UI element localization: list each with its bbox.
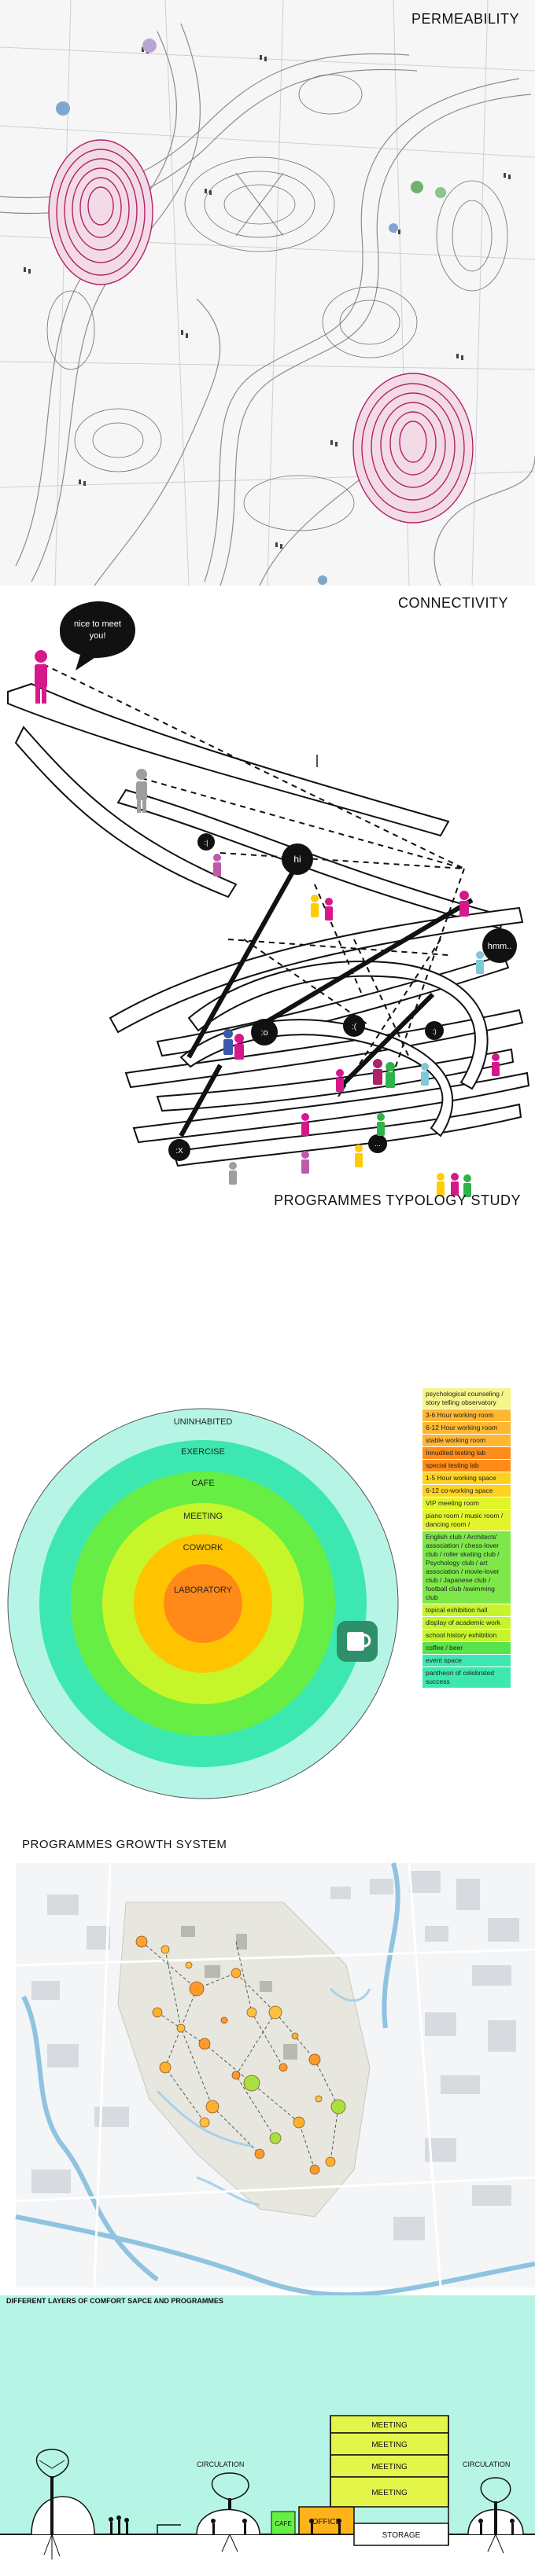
person-icon (234, 1034, 244, 1060)
ring-label-cowork: COWORK (183, 1543, 223, 1553)
cup-icon (337, 1621, 378, 1662)
person-icon (325, 898, 333, 921)
floor-label-office: OFFICE (312, 2518, 341, 2526)
bubble-o: :o (260, 1028, 268, 1038)
person-icon (301, 1113, 309, 1136)
person-icon (476, 951, 484, 974)
connectivity-diagram: nice to meet you! hi hmm.. :o :( :) :X :… (7, 601, 530, 1197)
growth-title: PROGRAMMES GROWTH SYSTEM (22, 1838, 227, 1851)
legend-item: 3-6 Hour working room (422, 1409, 511, 1422)
pin-icon (142, 39, 157, 53)
person-icon (459, 891, 469, 917)
permeability-section: PERMEABILITY (0, 0, 535, 586)
legend-item: event space (422, 1655, 511, 1667)
legend-item: stable working room (422, 1435, 511, 1447)
pin-icon (389, 223, 398, 233)
ring-label-uninhabited: UNINHABITED (174, 1417, 233, 1427)
permeability-title: PERMEABILITY (411, 11, 519, 27)
hotspot-right (352, 373, 474, 524)
typology-legend: psychological counseling / story telling… (422, 1388, 511, 1808)
legend-item: school history exhibition (422, 1630, 511, 1642)
bubble-x: :X (175, 1147, 183, 1156)
floor-label-meeting-2: MEETING (371, 2463, 408, 2471)
growth-map (15, 1862, 535, 2295)
circulation-label-left: CIRCULATION (197, 2460, 244, 2468)
person-icon (229, 1162, 237, 1185)
legend-item: topical exhibition hall (422, 1604, 511, 1617)
legend-item: coffee / beer (422, 1642, 511, 1655)
bubble-smile: :) (432, 1027, 437, 1035)
ring-label-exercise: EXERCISE (181, 1447, 225, 1457)
legend-item: 1-5 Hour working space (422, 1472, 511, 1485)
legend-item: VIP meeting room (422, 1497, 511, 1510)
pin-icon (56, 101, 70, 116)
cafe-label: CAFE (275, 2520, 291, 2527)
legend-item: special testing lab (422, 1460, 511, 1472)
floor-label-meeting-3: MEETING (371, 2441, 408, 2449)
layers-title: DIFFERENT LAYERS OF COMFORT SAPCE AND PR… (6, 2297, 223, 2305)
layers-diagram: CAFE MEETING MEETING MEETING MEETING OFF… (0, 2295, 535, 2576)
tree-icon (35, 2449, 69, 2534)
legend-item: pantheon of celebrated success (422, 1667, 511, 1689)
bubble-neutral: :| (205, 839, 208, 847)
person-icon (311, 895, 319, 917)
legend-item: 6-12 co-working space (422, 1485, 511, 1497)
person-icon (437, 1173, 445, 1196)
hotspot-left (48, 139, 153, 285)
growth-section: PROGRAMMES GROWTH SYSTEM (0, 1808, 535, 2295)
pin-icon (411, 181, 423, 193)
floor-meeting-1 (330, 2476, 449, 2508)
person-icon (492, 1053, 500, 1076)
person-icon (451, 1173, 459, 1196)
floor-label-meeting-4: MEETING (371, 2421, 408, 2430)
bubble-nice-to-meet: nice to meet (74, 619, 121, 629)
floor-label-storage: STORAGE (382, 2531, 421, 2540)
bubble-hi: hi (293, 854, 301, 865)
pin-icon (435, 187, 446, 198)
legend-item: Innudited testing lab (422, 1447, 511, 1460)
bubble-dots: ... (374, 1140, 381, 1148)
permeability-map (0, 0, 535, 586)
ring-label-laboratory: LABORATORY (174, 1586, 233, 1595)
legend-item: display of academic work (422, 1617, 511, 1630)
typology-rings: UNINHABITED EXERCISE CAFE MEETING COWORK… (7, 1408, 399, 1799)
floor-label-meeting-1: MEETING (371, 2489, 408, 2497)
person-icon (386, 1062, 395, 1088)
person-icon (463, 1174, 471, 1197)
tree-icon (480, 2477, 511, 2534)
legend-item: 6-12 Hour working room (422, 1422, 511, 1435)
legend-item: piano room / music room / dancing room / (422, 1510, 511, 1531)
bubble-you: you! (90, 631, 106, 641)
floor-storage (353, 2523, 449, 2546)
typology-title: PROGRAMMES TYPOLOGY STUDY (274, 1192, 521, 1208)
floor-office (298, 2506, 355, 2535)
circulation-label-right: CIRCULATION (463, 2460, 510, 2468)
person-icon (336, 1069, 344, 1092)
ring-laboratory (164, 1564, 242, 1643)
person-icon (355, 1145, 363, 1167)
legend-item: English club / Architects' association /… (422, 1531, 511, 1604)
person-icon (301, 1151, 309, 1174)
person-icon (35, 650, 47, 704)
floor-meeting-3 (330, 2432, 449, 2456)
bubble-sad: :( (352, 1023, 357, 1031)
person-icon (421, 1063, 429, 1086)
pin-icon (318, 575, 327, 585)
bubble-hmm: hmm.. (488, 942, 512, 951)
person-icon (223, 1029, 233, 1055)
person-icon (373, 1059, 382, 1085)
typology-section: UNINHABITED EXERCISE CAFE MEETING COWORK… (0, 1226, 535, 1808)
legend-item: psychological counseling / story telling… (422, 1388, 511, 1409)
ring-label-cafe: CAFE (191, 1479, 214, 1488)
ring-label-meeting: MEETING (183, 1512, 223, 1521)
person-icon (213, 854, 221, 876)
person-icon (377, 1113, 385, 1136)
connectivity-title: CONNECTIVITY (397, 595, 508, 611)
connectivity-section: CONNECTIVITY (0, 586, 535, 1226)
person-icon (136, 769, 147, 813)
layers-section: CAFE MEETING MEETING MEETING MEETING OFF… (0, 2295, 535, 2576)
